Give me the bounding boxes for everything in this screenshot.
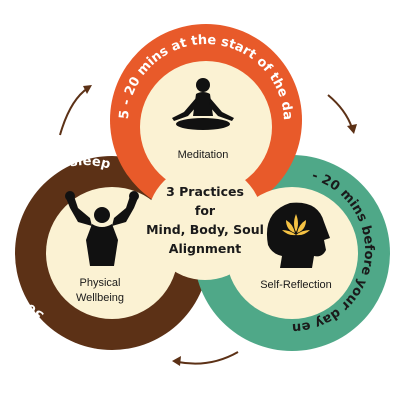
meditation-pose-icon: [172, 78, 234, 130]
cycle-arrow-top-left: [59, 85, 92, 136]
lotus-head-icon: [266, 202, 330, 268]
center-title-line1: 3 Practices: [166, 184, 244, 199]
meditation-label: Meditation: [178, 149, 229, 161]
cycle-arrow-bottom: [172, 351, 239, 366]
center-title-line3: Mind, Body, Soul: [146, 222, 264, 237]
flexing-bodybuilder-icon: [65, 191, 139, 266]
center-title-line4: Alignment: [169, 241, 241, 256]
cycle-arrow-top-right: [327, 94, 357, 134]
physical-label-line1: Physical: [80, 277, 121, 289]
center-title-line2: for: [195, 203, 216, 218]
physical-label-line2: Wellbeing: [76, 292, 124, 304]
center-disc: [147, 164, 263, 280]
self-reflection-label: Self-Reflection: [260, 279, 332, 291]
